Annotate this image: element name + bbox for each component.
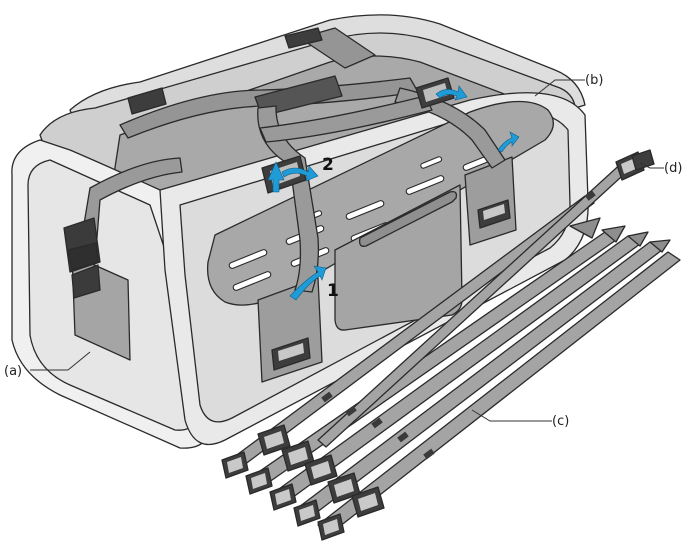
threading-arrows: [267, 85, 520, 301]
callout-c: (c): [552, 414, 569, 429]
step-2-label: 2: [322, 155, 334, 175]
loose-buckles: [221, 149, 655, 541]
arrow-curve-icon: [289, 265, 327, 301]
buckle-icon: [221, 424, 291, 479]
arrow-curve-icon: [497, 131, 520, 153]
callout-b: (b): [585, 73, 603, 88]
callouts: (a) (b) (c) (d): [4, 73, 682, 429]
arrow-right-icon: [281, 165, 319, 182]
arrow-up-icon: [267, 161, 285, 193]
buckle-icon: [615, 149, 655, 181]
buckle-icon: [317, 486, 385, 541]
callout-d: (d): [664, 161, 682, 176]
loose-straps: [229, 159, 681, 535]
arrow-curve-icon: [435, 85, 468, 101]
callout-a: (a): [4, 364, 22, 379]
buckle-icon: [269, 454, 338, 511]
step-1-label: 1: [327, 281, 339, 301]
bag-straps: [79, 27, 506, 293]
